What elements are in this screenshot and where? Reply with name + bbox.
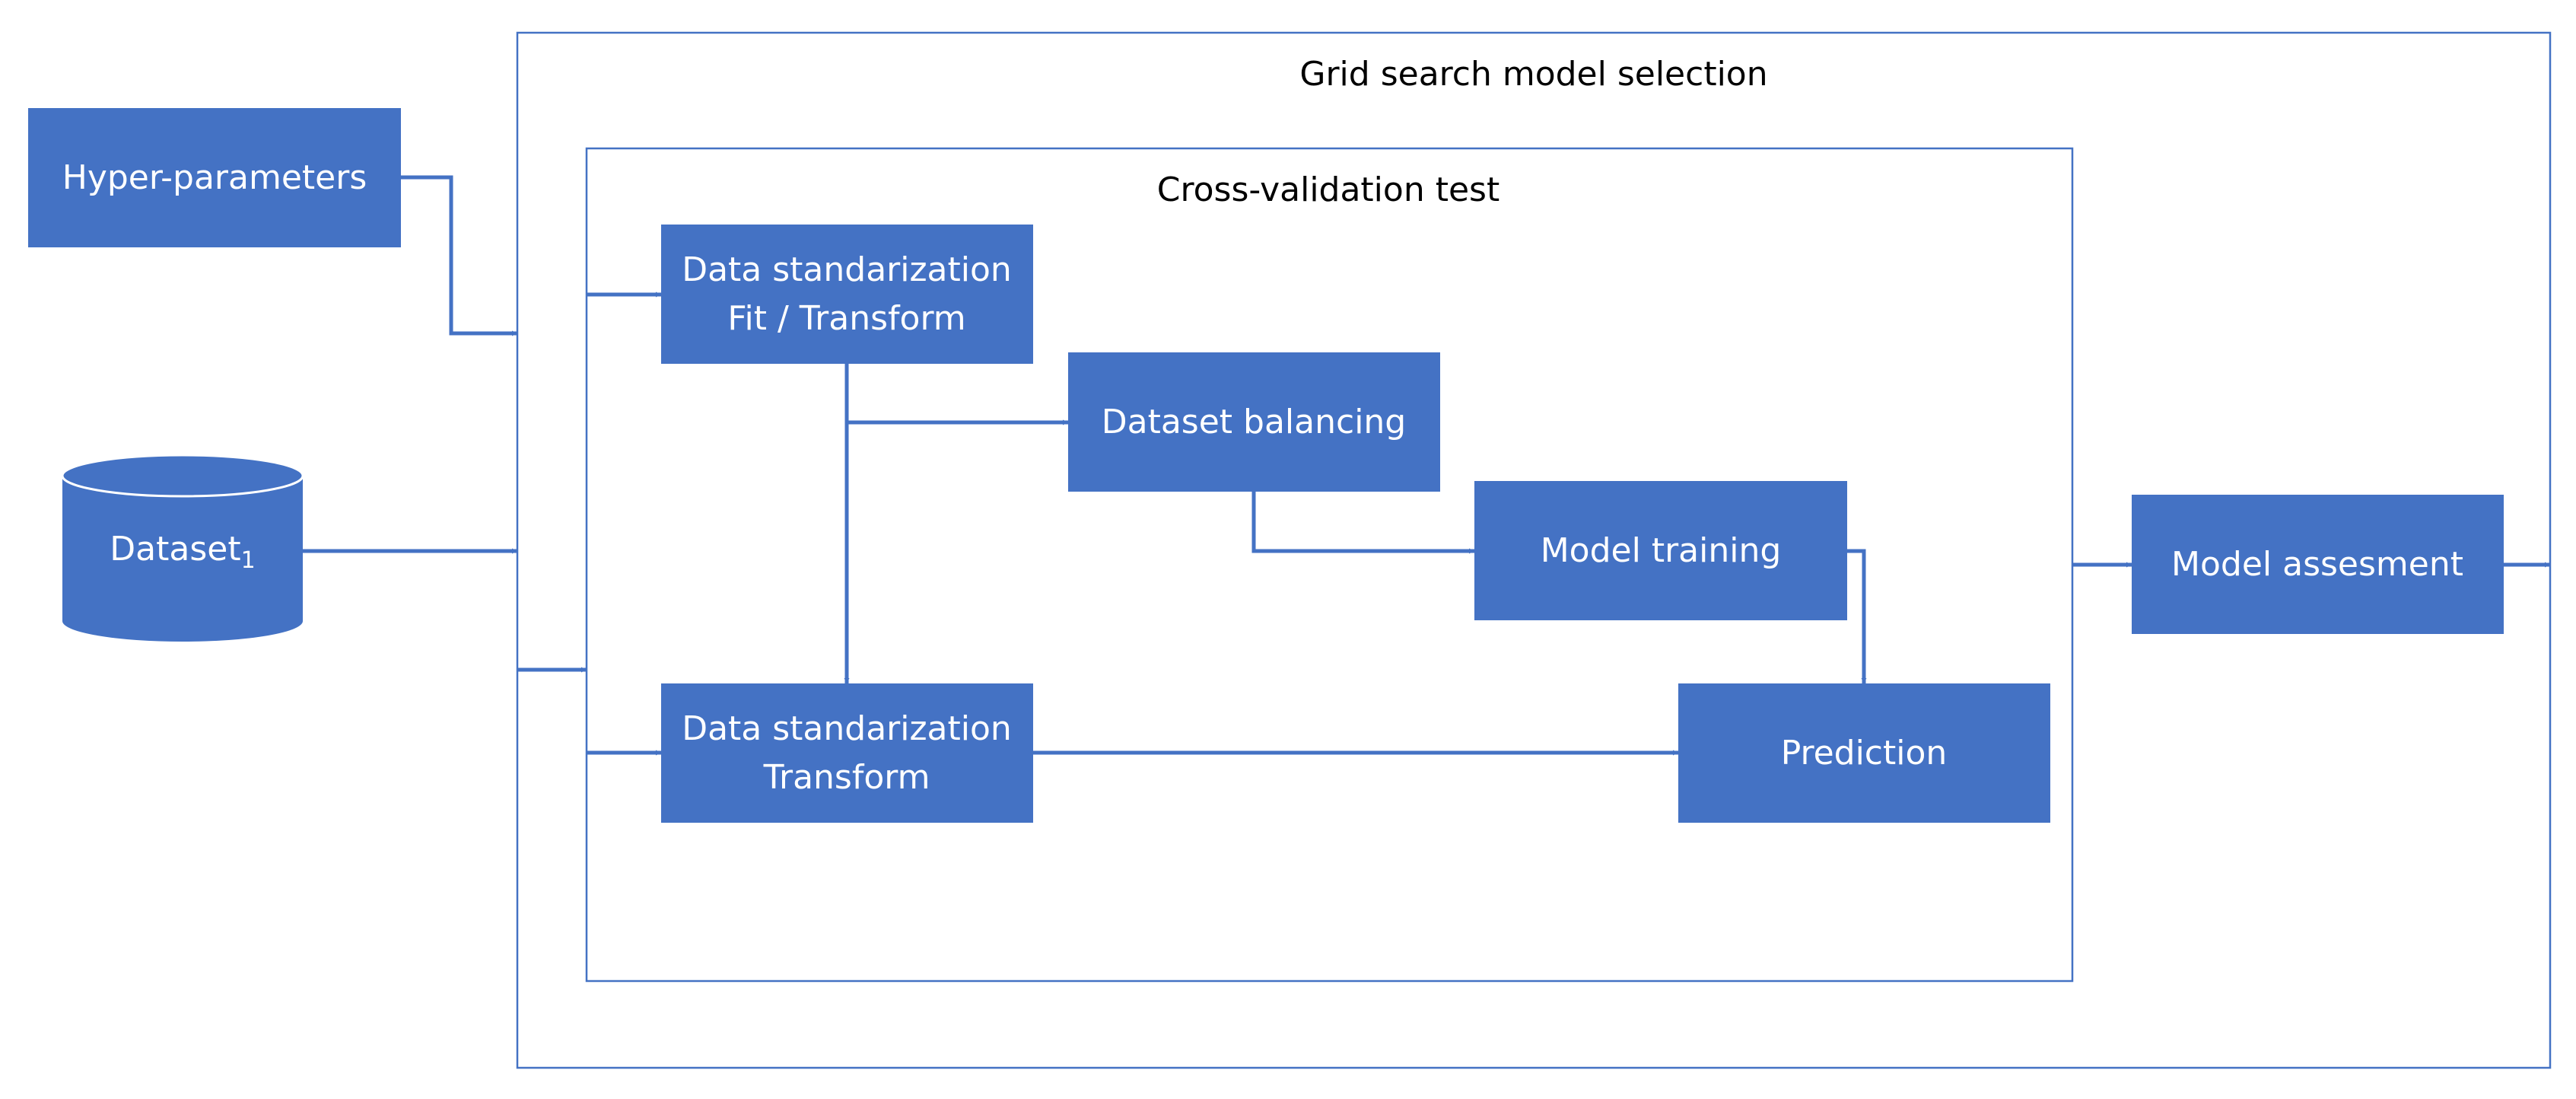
grid-search-title: Grid search model selection bbox=[1299, 55, 1767, 94]
dataset-balancing-label: Dataset balancing bbox=[1102, 403, 1407, 441]
data-standarization-transform-line2: Transform bbox=[763, 758, 930, 797]
model-training-label: Model training bbox=[1541, 531, 1782, 570]
edge-balancing-to-training bbox=[1251, 492, 1474, 554]
prediction-node: Prediction bbox=[1678, 683, 2050, 823]
data-standarization-fit-node: Data standarization Fit / Transform bbox=[661, 225, 1033, 364]
hyper-parameters-box bbox=[28, 108, 401, 247]
dataset-balancing-node: Dataset balancing bbox=[1068, 352, 1440, 492]
data-standarization-fit-line2: Fit / Transform bbox=[727, 299, 965, 338]
data-standarization-transform-box bbox=[661, 683, 1033, 823]
data-standarization-transform-line1: Data standarization bbox=[682, 709, 1012, 748]
dataset-cylinder-top bbox=[61, 454, 304, 498]
hyper-parameters-node: Hyper-parameters bbox=[28, 108, 401, 247]
hyper-parameters-label: Hyper-parameters bbox=[62, 158, 367, 197]
prediction-label: Prediction bbox=[1781, 734, 1948, 772]
edge-hyperparameters-to-gridsearch bbox=[401, 175, 517, 336]
dataset-label-main: Dataset bbox=[110, 530, 240, 569]
model-training-box bbox=[1474, 481, 1847, 620]
dataset-label-subscript: 1 bbox=[241, 547, 256, 574]
model-training-node: Model training bbox=[1474, 481, 1847, 620]
data-standarization-fit-line1: Data standarization bbox=[682, 250, 1012, 289]
dataset-balancing-box bbox=[1068, 352, 1440, 492]
cross-validation-container: Cross-validation test bbox=[585, 147, 2074, 983]
connectors bbox=[303, 175, 2550, 756]
data-standarization-fit-box bbox=[661, 225, 1033, 364]
data-standarization-transform-node: Data standarization Transform bbox=[661, 683, 1033, 823]
dataset-label: Dataset1 bbox=[110, 530, 255, 574]
model-assessment-node: Model assesment bbox=[2132, 495, 2504, 634]
cross-validation-title: Cross-validation test bbox=[1157, 170, 1499, 209]
prediction-box bbox=[1678, 683, 2050, 823]
edge-training-to-prediction bbox=[1847, 549, 1867, 683]
model-assessment-box bbox=[2132, 495, 2504, 634]
grid-search-container: Grid search model selection bbox=[516, 31, 2552, 1069]
model-assessment-label: Model assesment bbox=[2171, 545, 2463, 584]
dataset-cylinder-body bbox=[62, 476, 303, 642]
dataset-node: Dataset1 bbox=[61, 454, 304, 642]
